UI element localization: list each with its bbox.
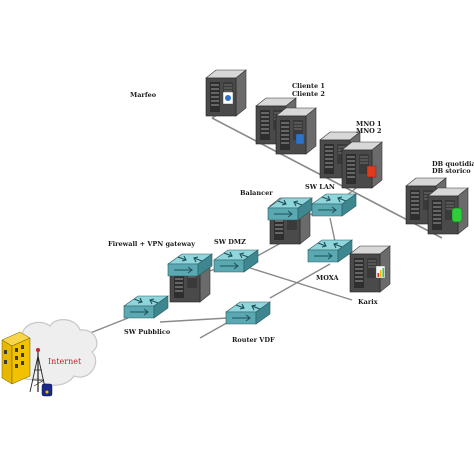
label-karix: Karix [358, 298, 378, 306]
mno-app-icon [366, 165, 377, 178]
balancer-server [267, 197, 313, 245]
router-vdf [225, 301, 271, 325]
label-sw-dmz: SW DMZ [214, 238, 246, 246]
label-internet: Internet [48, 357, 82, 366]
cliente-app-icon [295, 133, 305, 145]
label-mno-1: MNO 1 [356, 120, 382, 128]
db-app-icon [451, 207, 463, 223]
label-router-vdf: Router VDF [232, 336, 275, 344]
label-moxa: MOXA [316, 274, 340, 282]
db-servers [405, 177, 469, 235]
radio-antenna-icon [29, 348, 53, 397]
label-mno-2: MNO 2 [356, 127, 382, 135]
sw-lan-switch [311, 193, 357, 217]
label-cliente-2: Cliente 2 [292, 90, 325, 98]
antenna-box-icon [41, 383, 53, 397]
label-firewall: Firewall + VPN gateway [108, 240, 195, 248]
cliente-servers [255, 97, 317, 155]
karix-server [349, 245, 391, 293]
moxa-switch [307, 239, 353, 263]
label-sw-lan: SW LAN [305, 183, 335, 191]
label-cliente-1: Cliente 1 [292, 82, 325, 90]
label-db-storico: DB storico [432, 167, 471, 175]
mno-servers [319, 131, 383, 189]
label-sw-pubblico: SW Pubblico [124, 328, 171, 336]
marfeo-server [205, 69, 247, 117]
label-db-quotidiano: DB quotidiano [432, 160, 474, 168]
office-building-icon [1, 331, 31, 385]
sw-pubblico-switch [123, 295, 169, 319]
label-marfeo: Marfeo [130, 91, 157, 99]
firewall-vpn-gateway [167, 253, 213, 303]
label-balancer: Balancer [240, 189, 273, 197]
